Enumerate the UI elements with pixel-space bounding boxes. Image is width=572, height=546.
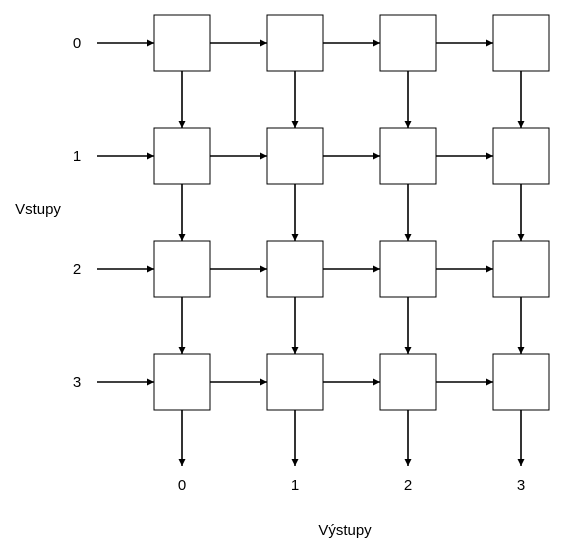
switch-box-r2-c0 <box>153 240 211 298</box>
outputs-axis-label: Výstupy <box>318 522 372 539</box>
input-label-2: 2 <box>73 261 81 278</box>
switch-box-r0-c2 <box>379 14 437 72</box>
input-label-1: 1 <box>73 148 81 165</box>
connectors <box>97 39 525 466</box>
switch-box-r0-c1 <box>266 14 324 72</box>
inputs-axis-label: Vstupy <box>15 201 61 218</box>
switch-box-r0-c3 <box>492 14 550 72</box>
switch-box-r1-c1 <box>266 127 324 185</box>
input-label-0: 0 <box>73 35 81 52</box>
switch-box-r1-c2 <box>379 127 437 185</box>
switch-box-r3-c0 <box>153 353 211 411</box>
output-column-labels: 0 1 2 3 <box>178 477 525 494</box>
output-label-3: 3 <box>517 477 525 494</box>
switch-grid <box>153 14 550 411</box>
output-label-0: 0 <box>178 477 186 494</box>
output-label-1: 1 <box>291 477 299 494</box>
switch-box-r2-c3 <box>492 240 550 298</box>
switch-box-r3-c2 <box>379 353 437 411</box>
input-row-labels: 0 1 2 3 <box>73 35 81 391</box>
switch-box-r3-c3 <box>492 353 550 411</box>
switch-box-r0-c0 <box>153 14 211 72</box>
switch-box-r1-c3 <box>492 127 550 185</box>
input-label-3: 3 <box>73 374 81 391</box>
switch-box-r2-c2 <box>379 240 437 298</box>
switch-box-r1-c0 <box>153 127 211 185</box>
switch-box-r2-c1 <box>266 240 324 298</box>
output-label-2: 2 <box>404 477 412 494</box>
switch-box-r3-c1 <box>266 353 324 411</box>
